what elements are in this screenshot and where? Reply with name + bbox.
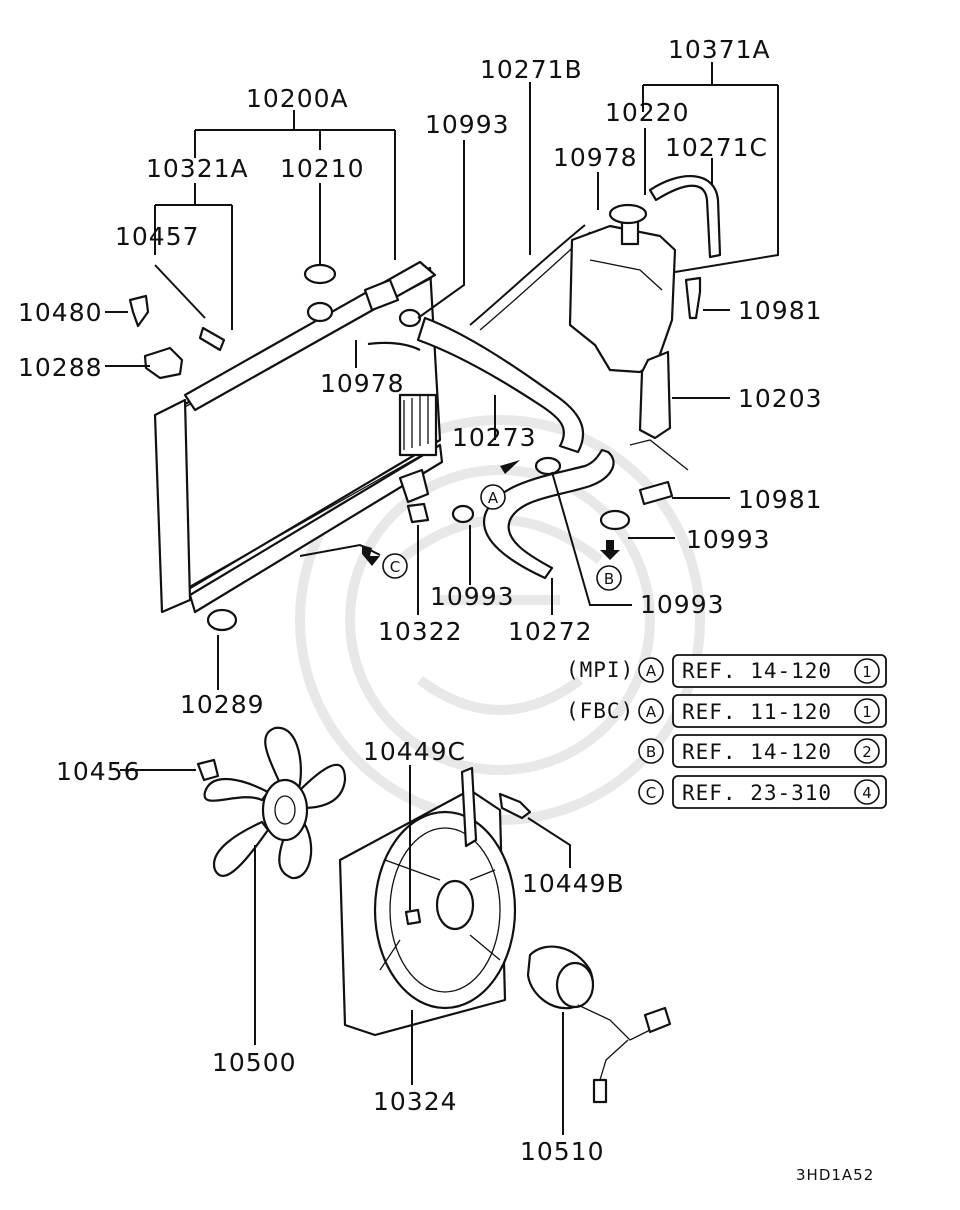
label-10210: 10210 <box>280 154 365 183</box>
radiator-lower-tank <box>188 443 444 614</box>
reserve-tube-10271C <box>648 174 722 259</box>
label-10203: 10203 <box>738 384 823 413</box>
svg-text:C: C <box>390 558 400 576</box>
ref-marker: C <box>646 784 656 802</box>
drain-plug-icon <box>198 326 226 352</box>
clamp-a-icon <box>534 456 562 476</box>
radiator-lower-outlet <box>398 468 430 504</box>
ref-marker: A <box>646 662 657 680</box>
label-10993-middle: 10993 <box>430 582 515 611</box>
connector-10322-icon <box>406 502 430 524</box>
leader-lines <box>105 62 779 1135</box>
arrow-b-icon <box>600 540 620 560</box>
ref-text: REF. 14-120 <box>682 659 832 683</box>
label-10449C: 10449C <box>363 737 466 766</box>
upper-hose-10273 <box>416 316 585 454</box>
label-10449B: 10449B <box>522 869 625 898</box>
bolt-10449B-icon <box>498 792 532 820</box>
reference-row-3[interactable]: B REF. 14-120 2 <box>638 734 887 768</box>
label-10322: 10322 <box>378 617 463 646</box>
ref-marker: B <box>646 743 656 761</box>
radiator-fins <box>398 393 438 457</box>
ref-number: 1 <box>862 663 872 681</box>
bolt-10449C-icon <box>404 908 422 926</box>
bracket-10288-icon <box>143 346 184 380</box>
ref-number: 1 <box>862 703 872 721</box>
clamp-upper-icon <box>398 308 422 328</box>
reserve-tank-cap-icon <box>608 203 648 225</box>
marker-c: C <box>382 553 408 579</box>
label-10993-top: 10993 <box>425 110 510 139</box>
radiator-core <box>158 266 442 602</box>
label-10288: 10288 <box>18 353 103 382</box>
bolt-10480-icon <box>128 294 150 328</box>
label-10271C: 10271C <box>665 133 768 162</box>
ref-text: REF. 11-120 <box>682 700 832 724</box>
bolt-10981b-icon <box>638 480 674 506</box>
radiator-cap-icon <box>303 263 337 285</box>
label-10273: 10273 <box>452 423 537 452</box>
reference-row-4[interactable]: C REF. 23-310 4 <box>638 775 887 809</box>
label-10321A: 10321A <box>146 154 249 183</box>
label-10457: 10457 <box>115 222 200 251</box>
fan-motor-10510 <box>526 945 672 1104</box>
overflow-tube-10271B <box>469 224 586 326</box>
label-10289: 10289 <box>180 690 265 719</box>
fan-nut-10456-icon <box>196 758 220 782</box>
overflow-hose-icon <box>367 341 421 351</box>
svg-text:B: B <box>604 570 614 588</box>
clamp-b-icon <box>599 509 631 531</box>
label-10324: 10324 <box>373 1087 458 1116</box>
label-10220: 10220 <box>605 98 690 127</box>
ref-number: 2 <box>862 743 872 761</box>
label-10978-left: 10978 <box>320 369 405 398</box>
reference-row-2[interactable]: (FBC) A REF. 11-120 1 <box>566 694 887 728</box>
label-10500: 10500 <box>212 1048 297 1077</box>
arrow-a-icon <box>500 460 520 474</box>
label-10371A: 10371A <box>668 35 771 64</box>
svg-text:A: A <box>488 489 499 507</box>
bolt-10981a-icon <box>684 276 702 320</box>
marker-b: B <box>596 565 622 591</box>
insulator-10289-icon <box>206 608 238 632</box>
reserve-tank-10220 <box>568 224 677 374</box>
label-10271B: 10271B <box>480 55 583 84</box>
ref-prefix: (FBC) <box>566 699 634 723</box>
arrow-c-icon <box>362 545 380 566</box>
radiator-upper-outlet <box>363 278 400 312</box>
label-10981-upper: 10981 <box>738 296 823 325</box>
label-10480: 10480 <box>18 298 103 327</box>
ref-text: REF. 23-310 <box>682 781 832 805</box>
label-10200A: 10200A <box>246 84 349 113</box>
reserve-tank-bracket-10203 <box>638 350 672 440</box>
label-10981-lower: 10981 <box>738 485 823 514</box>
ref-prefix: (MPI) <box>566 658 634 682</box>
radiator-left-tank <box>153 398 192 614</box>
marker-a: A <box>480 484 506 510</box>
label-10993-lower: 10993 <box>640 590 725 619</box>
label-10456: 10456 <box>56 757 141 786</box>
radiator-assembly <box>153 260 444 614</box>
ref-text: REF. 14-120 <box>682 740 832 764</box>
radiator-neck <box>306 301 334 323</box>
reference-row-1[interactable]: (MPI) A REF. 14-120 1 <box>566 654 887 688</box>
label-10978-right: 10978 <box>553 143 638 172</box>
cooling-fan-10500 <box>203 726 347 880</box>
label-10510: 10510 <box>520 1137 605 1166</box>
ref-number: 4 <box>862 784 872 802</box>
lower-hose-10272 <box>482 448 615 580</box>
diagram-code: 3HD1A52 <box>796 1166 874 1184</box>
label-10993-right: 10993 <box>686 525 771 554</box>
clamp-c-icon <box>451 504 475 524</box>
label-10272: 10272 <box>508 617 593 646</box>
ref-marker: A <box>646 703 657 721</box>
